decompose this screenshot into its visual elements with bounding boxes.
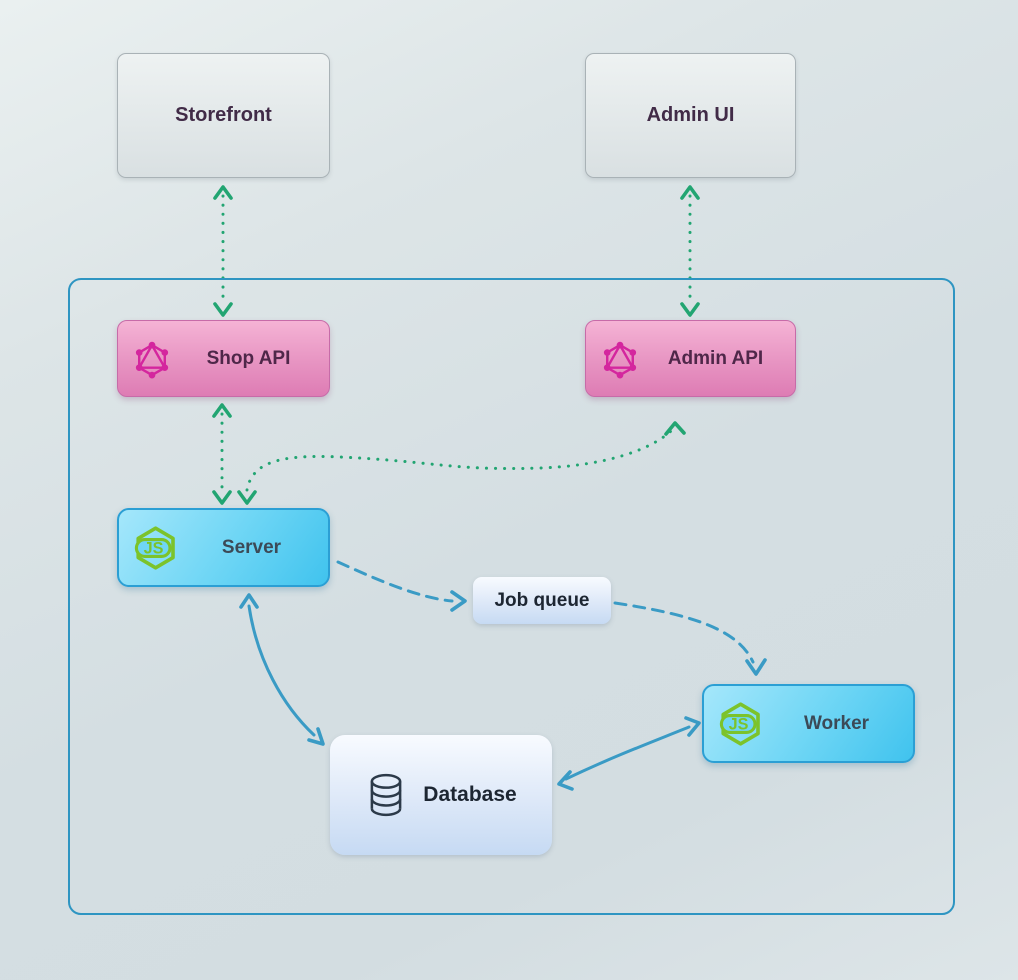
node-job-queue-label: Job queue — [494, 589, 590, 611]
graphql-icon — [603, 341, 637, 378]
graphql-icon — [135, 341, 169, 378]
svg-text:JS: JS — [729, 715, 749, 733]
nodejs-icon: JS — [719, 701, 760, 746]
node-worker: JS Worker — [702, 684, 915, 763]
node-worker-label: Worker — [803, 712, 870, 734]
node-admin-api-label: Admin API — [667, 347, 764, 369]
node-database: Database — [330, 735, 552, 855]
node-server-label: Server — [221, 536, 282, 558]
svg-text:JS: JS — [144, 539, 164, 557]
node-storefront-label: Storefront — [175, 104, 272, 126]
node-admin-api: Admin API — [585, 320, 796, 397]
node-server: JS Server — [117, 508, 330, 587]
server-boundary-box — [68, 278, 955, 915]
node-job-queue: Job queue — [473, 577, 611, 624]
node-database-label: Database — [423, 783, 517, 806]
node-storefront: Storefront — [117, 53, 330, 178]
node-admin-ui: Admin UI — [585, 53, 796, 178]
nodejs-icon: JS — [134, 525, 175, 570]
node-admin-ui-label: Admin UI — [646, 104, 735, 126]
database-icon — [370, 773, 402, 817]
node-shop-api-label: Shop API — [206, 347, 291, 369]
node-shop-api: Shop API — [117, 320, 330, 397]
